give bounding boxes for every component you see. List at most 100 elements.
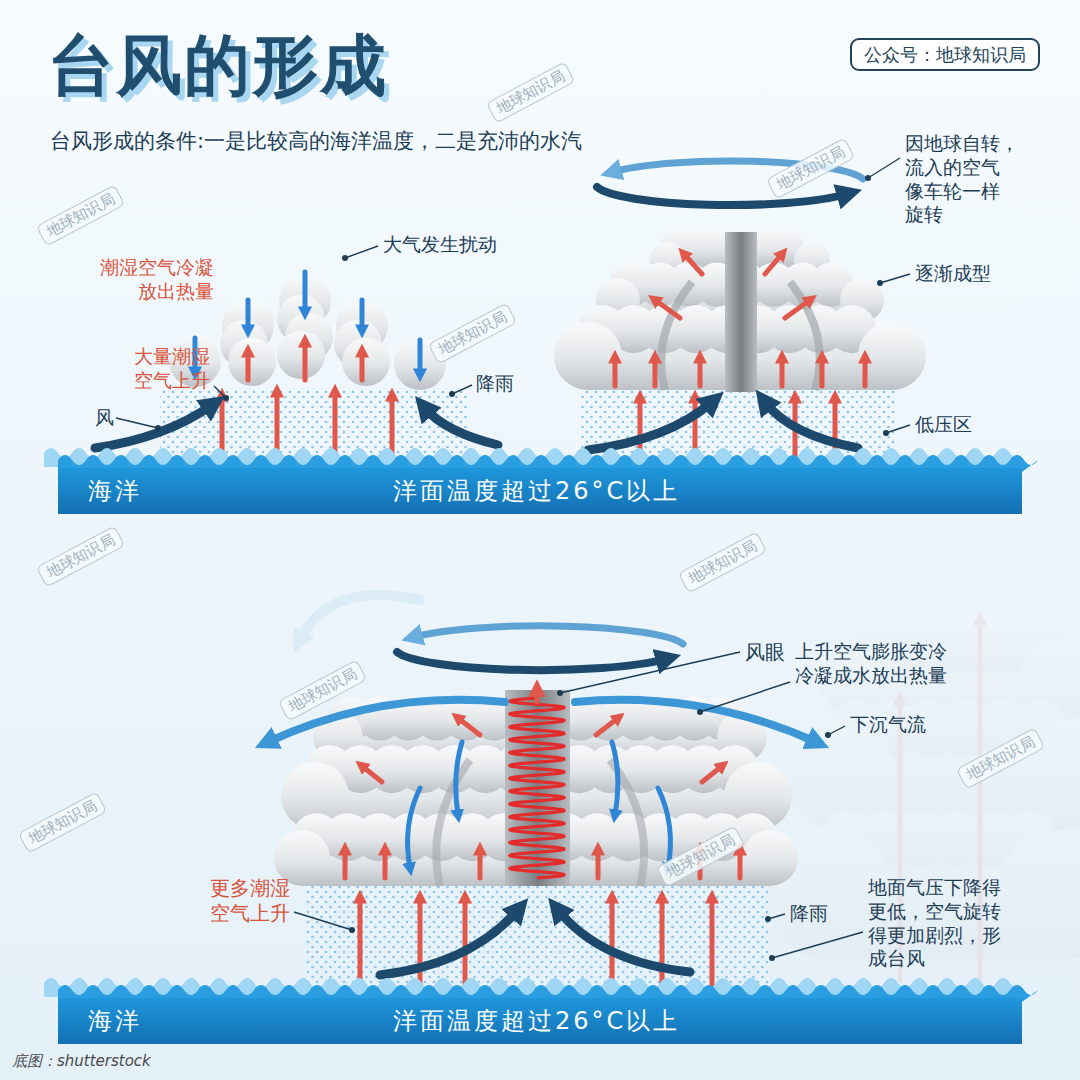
leader-dot	[449, 391, 455, 397]
rising-air-arrow	[660, 898, 665, 992]
cloud-puff	[277, 331, 325, 379]
cloud-gap	[661, 282, 692, 390]
rising-air-arrow	[738, 850, 743, 878]
leader-dot	[697, 709, 703, 715]
title: 台风的形成	[48, 26, 388, 105]
rising-air-arrow	[458, 718, 480, 735]
leader-dot	[342, 255, 348, 261]
watermark: 地球知识局	[655, 825, 744, 887]
leader-line	[700, 682, 790, 712]
cloud-puff	[554, 322, 622, 390]
rising-air-arrow	[596, 850, 601, 878]
ocean-band: 海洋 洋面温度超过26°C以上	[58, 998, 1022, 1044]
callout-label: 低压区	[915, 413, 972, 437]
node-heading: 公众号：地球知识局	[864, 43, 1026, 66]
watermark: 地球知识局	[17, 791, 106, 853]
watermark: 地球知识局	[277, 659, 366, 721]
cloud-puff	[995, 830, 1080, 960]
rising-air-arrow	[358, 898, 363, 992]
rising-air-arrow	[655, 300, 680, 318]
leader-line	[294, 912, 352, 930]
rising-air-arrow	[785, 300, 810, 318]
rising-air-arrow	[702, 766, 722, 782]
rising-air-arrow	[478, 850, 483, 878]
leader-dot	[765, 916, 771, 922]
cloud-puff	[858, 322, 926, 390]
rain-area	[580, 390, 895, 466]
cloud-puff	[228, 338, 276, 386]
callout-label: 因地球自转， 流入的空气 像车轮一样 旋转	[905, 132, 1030, 227]
rising-air-arrow	[383, 850, 388, 878]
rising-air-arrow	[246, 352, 251, 380]
leader-dot	[865, 175, 871, 181]
inflow-arrow	[558, 910, 690, 972]
cloud-gap	[610, 760, 644, 886]
leader-dot	[825, 732, 831, 738]
callout-label: 下沉气流	[850, 713, 926, 737]
node-text: 洋面温度超过26°C以上	[393, 998, 680, 1044]
subtitle: 台风形成的条件:一是比较高的海洋温度，二是充沛的水汽	[50, 128, 582, 154]
sinking-air-arrow	[612, 742, 618, 815]
rising-air-arrow	[684, 254, 702, 274]
sinking-air-arrow	[360, 300, 365, 330]
leader-line	[886, 425, 910, 433]
watermark: 地球知识局	[485, 61, 574, 123]
sinking-air-arrow	[246, 300, 251, 330]
callout-label: 大气发生扰动	[383, 233, 497, 257]
spiral-updraft	[510, 698, 564, 878]
rising-air-arrow	[765, 254, 782, 274]
sinking-air-arrow	[408, 788, 420, 868]
panel-forming	[554, 161, 926, 466]
leader-line	[868, 158, 900, 178]
leader-dot	[769, 955, 775, 961]
leader-dot	[155, 425, 161, 431]
faint-arrow	[300, 595, 420, 640]
wind-arrow	[95, 405, 212, 448]
inflow-arrow	[380, 910, 518, 975]
callout-label: 降雨	[790, 902, 828, 926]
rotation-arrow	[397, 652, 666, 670]
callout-label: 大量潮湿 空气上升	[115, 345, 210, 393]
rising-air-arrow	[780, 358, 785, 386]
leader-line	[772, 932, 863, 958]
rising-air-arrow	[863, 358, 868, 386]
leader-dot	[223, 395, 229, 401]
leader-line	[880, 274, 910, 283]
rising-air-arrow	[653, 358, 658, 386]
callout-label: 潮湿空气冷凝 放出热量	[90, 256, 214, 304]
watermark: 地球知识局	[677, 531, 766, 593]
leader-line	[560, 652, 740, 693]
ocean-waves	[44, 448, 1038, 1002]
ocean-band: 海洋洋面温度超过26°C以上	[58, 468, 1022, 514]
leader-dot	[557, 690, 563, 696]
watermark: 地球知识局	[35, 525, 124, 587]
callout-label: 逐渐成型	[915, 262, 991, 286]
watermark: 地球知识局	[955, 727, 1044, 789]
caption: 底图：shutterstock	[12, 1052, 151, 1071]
rain-area	[305, 886, 770, 986]
node-heading: 海洋	[88, 998, 142, 1044]
watermark: 地球知识局	[427, 302, 516, 364]
rising-air-arrow	[343, 850, 348, 878]
spiral-head	[535, 690, 540, 702]
watermark: 地球知识局	[35, 184, 124, 246]
callout-label: 地面气压下降得 更低，空气旋转 得更加剧烈，形 成台风	[868, 876, 1012, 971]
watermark: 地球知识局	[765, 137, 854, 199]
sinking-air-arrow	[658, 788, 670, 868]
rising-air-arrow	[362, 766, 382, 782]
leader-line	[345, 246, 378, 258]
cloud-puff	[742, 830, 798, 886]
leader-dot	[883, 430, 889, 436]
rising-air-arrow	[613, 358, 618, 386]
node-heading: 海洋	[88, 468, 142, 514]
rising-air-arrow	[303, 342, 308, 380]
outflow-arrow	[575, 700, 816, 742]
rising-air-arrow	[360, 352, 365, 380]
rotation-arrow	[414, 626, 683, 644]
inflow-arrow	[765, 402, 858, 448]
cloud-puff	[342, 338, 390, 386]
eye-column	[505, 690, 570, 886]
account-badge: 公众号：地球知识局	[850, 38, 1040, 71]
rotation-arrow	[597, 187, 847, 205]
